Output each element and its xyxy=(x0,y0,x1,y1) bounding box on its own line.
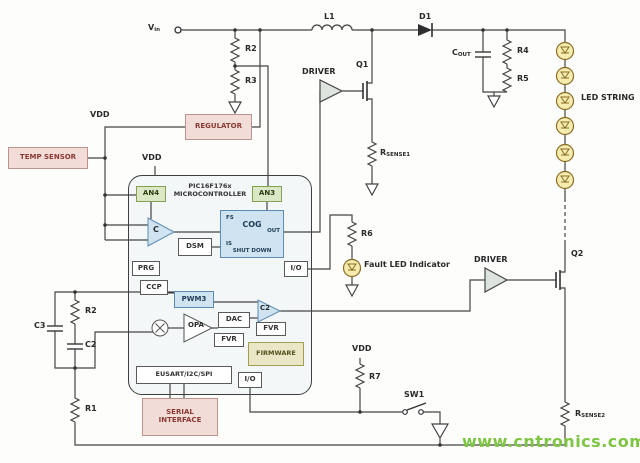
junction-dots xyxy=(73,28,509,447)
an3-pin-block: AN3 xyxy=(252,186,282,202)
label-comparator-c2: C2 xyxy=(260,304,271,312)
an4-pin-block: AN4 xyxy=(136,186,166,202)
cog-block: COG FS IS OUT SHUT DOWN xyxy=(220,210,284,258)
capacitor-cout xyxy=(475,51,491,58)
capacitor-c2-bottom xyxy=(67,343,83,350)
label-c3: C3 xyxy=(34,321,46,330)
diode-d1 xyxy=(416,23,436,37)
resistor-rsense2 xyxy=(559,401,571,427)
fvr-block-left: FVR xyxy=(214,333,244,347)
fvr-block-right: FVR xyxy=(256,322,286,336)
ccp-block: CCP xyxy=(140,280,168,295)
pwm3-block: PWM3 xyxy=(174,291,214,308)
watermark-text: www.cntronics.com xyxy=(462,432,640,451)
io-right-block: I/O xyxy=(284,261,308,277)
cog-shutdown-pin: SHUT DOWN xyxy=(232,247,272,254)
driver1-symbol xyxy=(319,79,344,103)
label-vdd-r7: VDD xyxy=(352,344,372,353)
firmware-block: FIRMWARE xyxy=(248,342,304,366)
serial-interface-block: SERIAL INTERFACE xyxy=(142,398,218,436)
ground-rsense1 xyxy=(364,183,380,197)
inductor-l1 xyxy=(311,24,353,31)
comparator-triangles xyxy=(147,217,282,343)
resistor-r5 xyxy=(501,67,513,93)
label-r1: R1 xyxy=(85,404,97,413)
mcu-title-line2: MICROCONTROLLER xyxy=(173,190,247,198)
capacitors xyxy=(47,51,491,350)
resistor-r3 xyxy=(229,69,241,95)
label-sw1: SW1 xyxy=(404,390,425,399)
opa-symbol xyxy=(183,313,214,343)
label-r7: R7 xyxy=(369,372,381,381)
vin-terminal xyxy=(174,26,182,34)
label-opa: OPA xyxy=(188,321,204,329)
label-r2-top: R2 xyxy=(245,44,257,53)
driver2-symbol xyxy=(484,266,509,294)
serial-interface-line1: SERIAL xyxy=(166,408,194,417)
cog-label: COG xyxy=(242,220,262,229)
io-bottom-block: I/O xyxy=(238,372,262,388)
q1-symbol xyxy=(362,81,368,101)
label-cout: COUT xyxy=(452,48,471,58)
label-rsense2: RSENSE2 xyxy=(575,409,606,419)
switch-sw1 xyxy=(402,402,427,415)
mosfets xyxy=(362,81,561,290)
resistor-rsense1 xyxy=(366,141,378,167)
resistors xyxy=(69,37,571,427)
regulator-block: REGULATOR xyxy=(185,114,252,140)
cog-is-pin: IS xyxy=(226,241,233,247)
label-comparator-c: C xyxy=(153,225,159,234)
ground-cout xyxy=(486,95,502,109)
cog-out-pin: OUT xyxy=(267,228,280,234)
label-r2-bottom: R2 xyxy=(85,306,97,315)
eusart-block: EUSART/I2C/SPI xyxy=(136,366,232,384)
resistor-r7 xyxy=(354,363,366,389)
capacitor-c3 xyxy=(47,325,63,332)
resistor-r1 xyxy=(69,397,81,423)
mcu-title-line1: PIC16F176x xyxy=(188,182,232,190)
label-vdd-mcu: VDD xyxy=(142,153,162,162)
label-driver2: DRIVER xyxy=(474,255,508,264)
dac-block: DAC xyxy=(218,312,250,328)
ground-arrows xyxy=(227,95,502,440)
label-q2: Q2 xyxy=(571,249,584,258)
label-led-string: LED STRING xyxy=(581,93,635,102)
resistor-r6 xyxy=(346,221,358,247)
label-r6: R6 xyxy=(361,229,373,238)
label-rsense1: RSENSE1 xyxy=(380,148,411,158)
label-d1: D1 xyxy=(419,12,432,21)
led-string-leds xyxy=(555,41,575,190)
mcu-title: PIC16F176x MICROCONTROLLER xyxy=(168,182,252,198)
driver-triangles xyxy=(319,79,509,294)
ground-fault-led xyxy=(344,284,360,298)
label-r4: R4 xyxy=(517,46,529,55)
label-fault-led: Fault LED Indicator xyxy=(364,260,450,269)
temp-sensor-block: TEMP SENSOR xyxy=(8,147,88,169)
label-vdd-regulator: VDD xyxy=(90,110,110,119)
resistor-r2-top xyxy=(229,37,241,63)
q2-symbol xyxy=(555,270,561,290)
label-r3: R3 xyxy=(245,76,257,85)
ground-sw1 xyxy=(430,423,450,440)
resistor-r2-bottom xyxy=(69,299,81,325)
label-c2-bottom: C2 xyxy=(85,340,97,349)
prg-block: PRG xyxy=(132,261,160,276)
comparator-c2-symbol xyxy=(257,299,282,323)
cog-fs-pin: FS xyxy=(226,215,234,221)
label-r5: R5 xyxy=(517,74,529,83)
fault-led-symbol xyxy=(342,258,362,278)
label-q1: Q1 xyxy=(356,60,369,69)
dsm-block: DSM xyxy=(178,238,212,256)
resistor-r4 xyxy=(501,39,513,65)
wires xyxy=(54,29,566,446)
label-l1: L1 xyxy=(324,12,335,21)
label-driver1: DRIVER xyxy=(302,67,336,76)
comparator-c-symbol xyxy=(147,217,176,247)
serial-interface-line2: INTERFACE xyxy=(158,416,202,424)
ground-r3 xyxy=(227,101,243,115)
label-vin: Vin xyxy=(148,23,161,33)
